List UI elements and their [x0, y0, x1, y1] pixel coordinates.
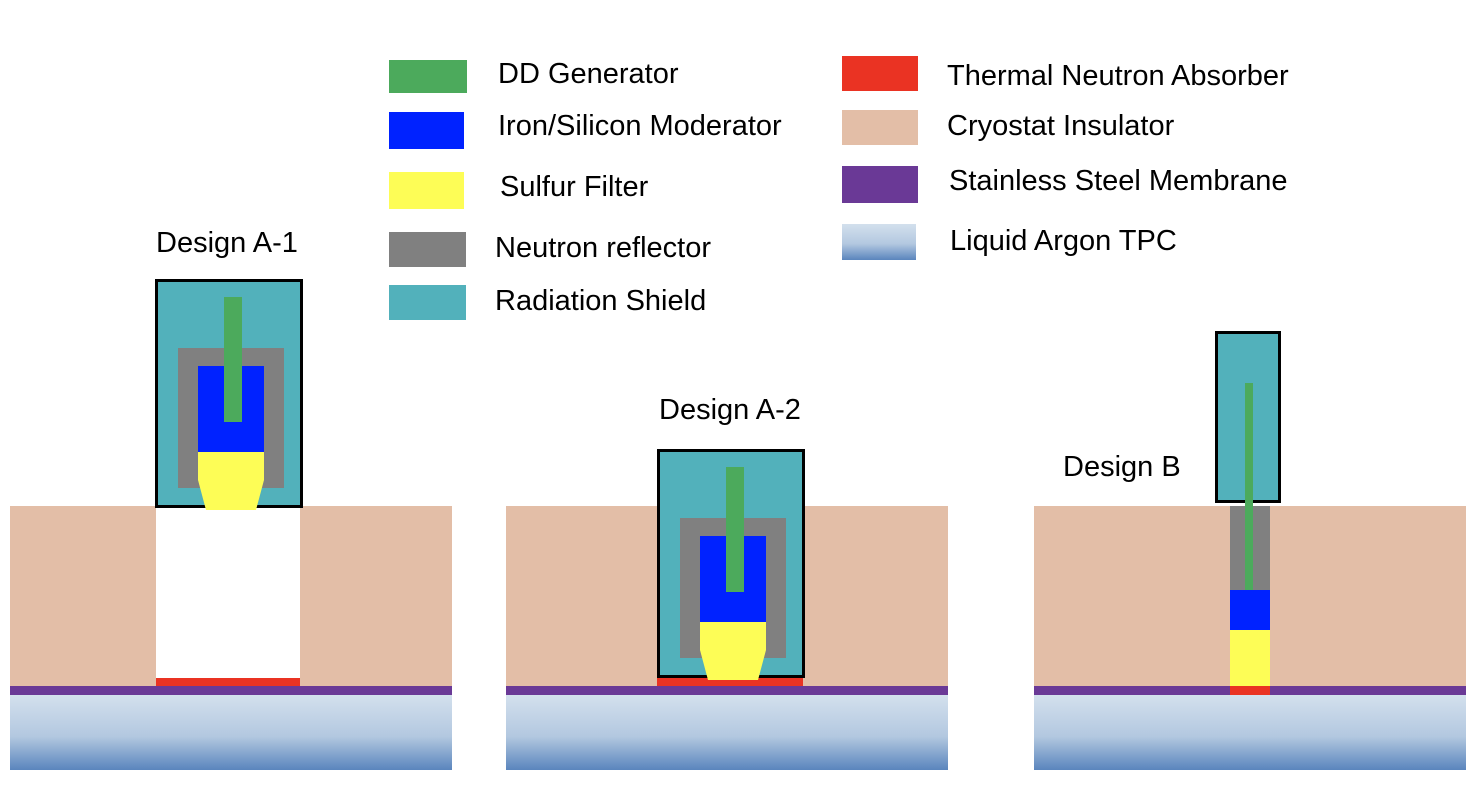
- a1-insulator-left: [10, 506, 156, 686]
- a2-dd-generator: [726, 467, 744, 592]
- b-sulfur-filter: [1230, 630, 1270, 686]
- legend-label-membrane: Stainless Steel Membrane: [949, 165, 1288, 197]
- a1-absorber: [156, 678, 300, 686]
- legend-swatch-dd-generator: [389, 60, 467, 93]
- legend-swatch-sulfur-filter: [389, 172, 464, 209]
- a2-liquid-argon: [506, 695, 948, 770]
- a1-sulfur-filter: [198, 452, 264, 510]
- a1-insulator-right: [300, 506, 452, 686]
- b-absorber: [1230, 686, 1270, 695]
- b-liquid-argon: [1034, 695, 1466, 770]
- b-moderator: [1230, 590, 1270, 630]
- legend-label-radiation-shield: Radiation Shield: [495, 285, 707, 317]
- legend-swatch-radiation-shield: [389, 285, 466, 320]
- legend-label-insulator: Cryostat Insulator: [947, 110, 1175, 142]
- a2-absorber: [657, 678, 803, 686]
- legend-label-reflector: Neutron reflector: [495, 232, 711, 264]
- legend-label-liquid-argon: Liquid Argon TPC: [950, 225, 1177, 257]
- a2-sulfur-filter: [700, 622, 766, 680]
- legend-label-sulfur-filter: Sulfur Filter: [500, 171, 649, 203]
- a1-dd-generator: [224, 297, 242, 422]
- a1-liquid-argon: [10, 695, 452, 770]
- a2-membrane: [506, 686, 948, 695]
- legend-swatch-membrane: [842, 166, 918, 203]
- legend-label-moderator: Iron/Silicon Moderator: [498, 110, 782, 142]
- legend-swatch-reflector: [389, 232, 466, 267]
- legend-swatch-moderator: [389, 112, 464, 149]
- a1-membrane: [10, 686, 452, 695]
- legend-swatch-liquid-argon: [842, 224, 916, 260]
- legend-label-absorber: Thermal Neutron Absorber: [947, 60, 1289, 92]
- design-a2-title: Design A-2: [659, 394, 801, 426]
- legend-label-dd-generator: DD Generator: [498, 58, 679, 90]
- legend-swatch-absorber: [842, 56, 918, 91]
- legend-swatch-insulator: [842, 110, 918, 145]
- design-b-title: Design B: [1063, 451, 1181, 483]
- design-a1-title: Design A-1: [156, 227, 298, 259]
- b-dd-generator: [1245, 383, 1253, 590]
